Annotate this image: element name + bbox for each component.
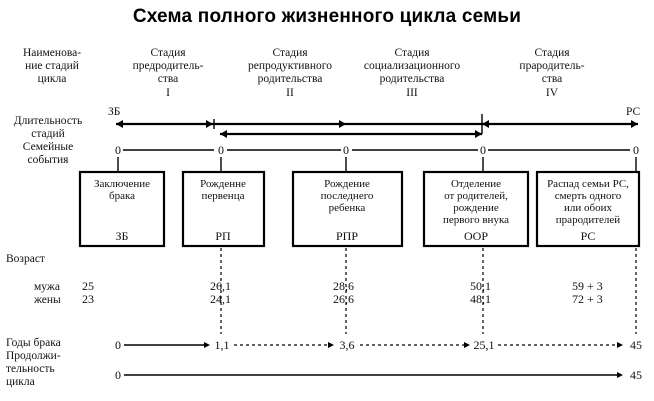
event-zero-2: 0 [218, 143, 224, 157]
stage-4-numeral: IV [546, 87, 559, 99]
stage-1-numeral: I [166, 87, 170, 99]
age-husband-1: 25 [82, 279, 94, 293]
event-4-line-3: рождение [453, 202, 499, 214]
event-5-line-4: прародителей [556, 214, 620, 226]
age-wife-5: 72 + 3 [572, 292, 603, 306]
event-3-code: РПР [336, 229, 358, 243]
arrow-head-left [116, 120, 123, 128]
label-stage-names-1: Наименова- [23, 47, 81, 59]
age-husband-2: 26,1 [210, 279, 231, 293]
event-1-line-1: Заключение [94, 178, 150, 190]
event-zero-3: 0 [343, 143, 349, 157]
age-husband-4: 50,1 [470, 279, 491, 293]
cycle-end: 45 [630, 368, 642, 382]
event-zero-5: 0 [633, 143, 639, 157]
year-2: 3,6 [340, 338, 355, 352]
stage-2-line-1: Стадия [272, 47, 308, 59]
label-age: Возраст [6, 253, 45, 265]
event-3-line-3: ребенка [329, 202, 366, 214]
stage-4-line-1: Стадия [534, 47, 570, 59]
years-arrow-3 [464, 342, 470, 348]
label-husband: мужа [34, 281, 60, 293]
event-4-code: ООР [464, 229, 488, 243]
event-box-first-child [181, 170, 266, 248]
marker-start: ЗБ [108, 106, 120, 118]
event-1-line-2: брака [109, 190, 135, 202]
years-arrow-4 [617, 342, 623, 348]
event-4-line-1: Отделение [451, 178, 501, 190]
stage-3-numeral: III [406, 87, 418, 99]
event-5-code: РС [581, 229, 596, 243]
event-box-last-child [291, 170, 404, 248]
label-cycle-duration-3: цикла [6, 376, 35, 388]
age-husband-3: 28,6 [333, 279, 354, 293]
years-arrow-1 [204, 342, 210, 348]
stage-4-line-2: прародитель- [519, 60, 584, 72]
label-duration-2: стадий [31, 128, 65, 140]
label-events-2: события [28, 154, 70, 166]
event-zero-1: 0 [115, 143, 121, 157]
year-3: 25,1 [474, 338, 495, 352]
label-duration-1: Длительность [14, 115, 82, 127]
arrow-head-right [631, 120, 638, 128]
event-5-line-2: смерть одного [555, 190, 622, 202]
event-box-marriage [78, 170, 166, 248]
arrow-head-1 [206, 120, 213, 128]
year-0: 0 [115, 338, 121, 352]
cycle-arrow [617, 372, 623, 378]
arrow-head-overlap-right [475, 130, 482, 138]
label-marriage-years: Годы брака [6, 337, 61, 349]
label-stage-names-3: цикла [38, 73, 67, 85]
stage-3-line-1: Стадия [394, 47, 430, 59]
age-wife-1: 23 [82, 292, 94, 306]
event-zero-4: 0 [480, 143, 486, 157]
arrow-head-2 [339, 120, 346, 128]
stage-3-line-3: родительства [380, 73, 445, 85]
stage-2-numeral: II [286, 87, 294, 99]
age-wife-2: 24,1 [210, 292, 231, 306]
label-wife: жены [33, 294, 61, 306]
event-2-code: РП [215, 229, 231, 243]
arrow-head-3 [482, 120, 489, 128]
label-events-1: Семейные [23, 141, 73, 153]
years-arrow-2 [328, 342, 334, 348]
event-3-line-2: последнего [321, 190, 374, 202]
stage-1-line-3: ства [158, 73, 179, 85]
stage-1-line-2: предродитель- [133, 60, 204, 72]
stage-4-line-3: ства [542, 73, 563, 85]
stage-1-line-1: Стадия [150, 47, 186, 59]
event-2-line-2: первенца [202, 190, 245, 202]
stage-2-line-2: репродуктивного [248, 60, 332, 72]
age-husband-5: 59 + 3 [572, 279, 603, 293]
marker-end: РС [626, 106, 641, 118]
age-wife-3: 26,6 [333, 292, 354, 306]
label-cycle-duration-1: Продолжи- [6, 350, 61, 362]
event-5-line-1: Распад семьи РС, [547, 178, 629, 190]
event-2-line-1: Рожденне [200, 178, 246, 190]
year-1: 1,1 [215, 338, 230, 352]
event-box-separation [422, 170, 530, 248]
stage-2-line-3: родительства [258, 73, 323, 85]
label-cycle-duration-2: тельность [6, 363, 55, 375]
event-1-code: ЗБ [116, 229, 129, 243]
label-stage-names-2: ние стадий [25, 60, 79, 72]
event-4-line-2: от родителей, [444, 190, 508, 202]
year-4: 45 [630, 338, 642, 352]
event-4-line-4: первого внука [443, 214, 509, 226]
age-wife-4: 48,1 [470, 292, 491, 306]
cycle-start: 0 [115, 368, 121, 382]
event-box-dissolution [535, 170, 641, 248]
arrow-head-overlap-left [220, 130, 227, 138]
event-3-line-1: Рождение [324, 178, 370, 190]
event-5-line-3: или обоих [564, 202, 612, 214]
stage-3-line-2: социализационного [364, 60, 460, 72]
diagram-title: Схема полного жизненного цикла семьи [132, 6, 522, 27]
